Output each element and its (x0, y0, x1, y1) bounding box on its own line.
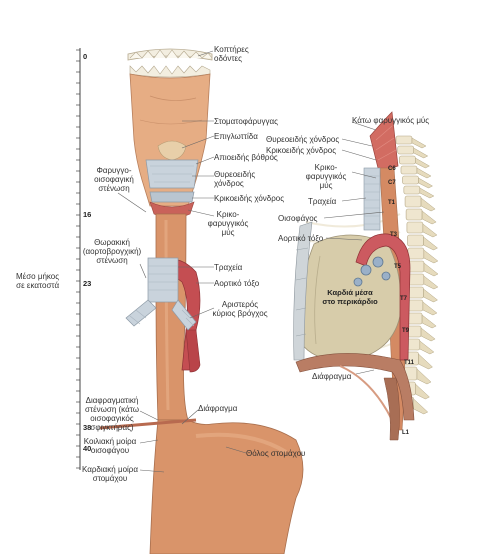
vertebral-body (407, 247, 425, 260)
label-pe-constriction: Φαρυγγο- οισοφαγική στένωση (94, 166, 134, 193)
label-esophagus-right: Οισοφάγος (278, 214, 318, 223)
vertebral-body (407, 234, 424, 247)
spinous-process (418, 177, 434, 189)
vertebral-body (404, 195, 422, 208)
spinous-process (423, 275, 439, 290)
vertebral-body (400, 165, 418, 175)
spinous-process (419, 340, 435, 355)
label-incisors: Κοπτήρες οδόντες (214, 45, 249, 63)
vertebral-body (403, 185, 421, 195)
crus-fibers (383, 377, 400, 441)
vertebral-body (407, 273, 425, 286)
spinous-process (423, 288, 438, 303)
spinous-process (423, 236, 438, 251)
teeth-upper (127, 48, 213, 61)
label-heart: Καρδιά μέσα στο περικάρδιο (322, 288, 378, 306)
scale-title: Μέσο μήκος σε εκατοστά (16, 272, 60, 290)
vertebral-body (407, 260, 425, 273)
label-fundus: Θόλος στομάχου (246, 449, 306, 458)
diaphragm-line (99, 418, 197, 430)
vertebra-t7: T7 (400, 296, 408, 302)
spinous-process (420, 197, 436, 212)
diaphragm-right (295, 353, 415, 421)
vertebral-body (399, 155, 416, 165)
vertebral-body (406, 221, 424, 234)
tick-16: 16 (83, 210, 92, 219)
length-scale (76, 48, 81, 470)
spinous-process (411, 137, 427, 149)
label-diaphragm-left: Διάφραγμα (198, 404, 238, 413)
vertebra-t3: T3 (390, 232, 398, 238)
label-epiglottis: Επιγλωττίδα (214, 132, 258, 141)
label-aortic-arch-right: Αορτικό τόξο (278, 234, 324, 243)
spinous-process (418, 353, 433, 370)
spinous-process (421, 314, 437, 329)
label-thyroid-right: Θυρεοειδής χόνδρος (266, 135, 340, 144)
vertebra-t11: T11 (404, 360, 415, 366)
tick-0: 0 (83, 52, 88, 61)
label-diaphragm-right: Διάφραγμα (312, 372, 352, 381)
cricoid-ring (149, 191, 195, 203)
spinous-process (423, 262, 439, 277)
vertebral-body (397, 145, 415, 155)
spinous-process (413, 398, 429, 415)
vertebra-t5: T5 (394, 264, 402, 270)
label-inferior-pharyngeal: Κάτω φαρυγγικός μύς (352, 116, 430, 125)
spinous-process (415, 157, 430, 169)
vertebral-body (405, 208, 423, 221)
tick-23: 23 (83, 279, 92, 288)
label-aortic-arch-left: Αορτικό τόξο (214, 279, 260, 288)
label-cardiac-part: Καρδιακή μοίρα στομάχου (82, 465, 138, 483)
trachea-right (363, 167, 381, 231)
leader-lines (117, 50, 385, 473)
teeth-lower (129, 65, 211, 78)
tick-38: 38 (83, 423, 92, 432)
label-abdominal-part: Κοιλιακή μοίρα οισοφάγου (83, 437, 137, 455)
label-diaphragm-constriction: Διαφραγματική στένωση (κάτω οισοφαγικός … (84, 396, 139, 432)
label-trachea-right: Τραχεία (308, 197, 337, 206)
label-piriform: Απιοειδής βόθρος (214, 153, 278, 162)
vertebral-body (395, 135, 413, 145)
label-thyroid: Θυρεοειδής χόνδρος (214, 170, 256, 188)
label-left-bronchus: Αριστερός κύριος βρόγχος (212, 300, 268, 318)
vertebra-t1: T1 (388, 200, 396, 206)
spinous-process (422, 301, 438, 316)
spinous-process (416, 167, 432, 179)
spinous-process (413, 147, 429, 159)
descending-aorta (185, 329, 201, 373)
vertebral-body (407, 286, 424, 299)
label-cricopharyngeus-right: Κρικο- φαρυγγικός μύς (305, 163, 347, 190)
stomach (149, 419, 304, 554)
vertebra-c7: C7 (388, 180, 396, 186)
epiglottis (157, 140, 187, 161)
tick-40: 40 (83, 444, 92, 453)
spinous-process (415, 383, 430, 400)
vertebra-l1: L1 (402, 430, 410, 436)
spinous-process (420, 327, 436, 342)
great-vessels (353, 256, 391, 287)
vertebra-t9: T9 (402, 328, 410, 334)
label-cricopharyngeus: Κρικο- φαρυγγικός μύς (207, 210, 249, 237)
spinous-process (416, 368, 432, 385)
label-cricoid: Κρικοειδής χόνδρος (214, 194, 285, 203)
spinous-process (419, 187, 435, 199)
spinous-process (421, 210, 437, 225)
spinous-process (422, 223, 438, 238)
label-trachea-left: Τραχεία (214, 263, 243, 272)
label-cricoid-right: Κρικοειδής χόνδρος (266, 146, 337, 155)
trachea-left (125, 257, 197, 331)
vertebral-body (402, 175, 419, 185)
label-oropharynx: Στοματοφάρυγγας (214, 117, 279, 126)
spinous-process (423, 249, 439, 264)
vertebra-c6: C6 (388, 166, 396, 172)
label-thoracic-constriction: Θωρακική (αορτοβρογχική) στένωση (82, 238, 142, 265)
